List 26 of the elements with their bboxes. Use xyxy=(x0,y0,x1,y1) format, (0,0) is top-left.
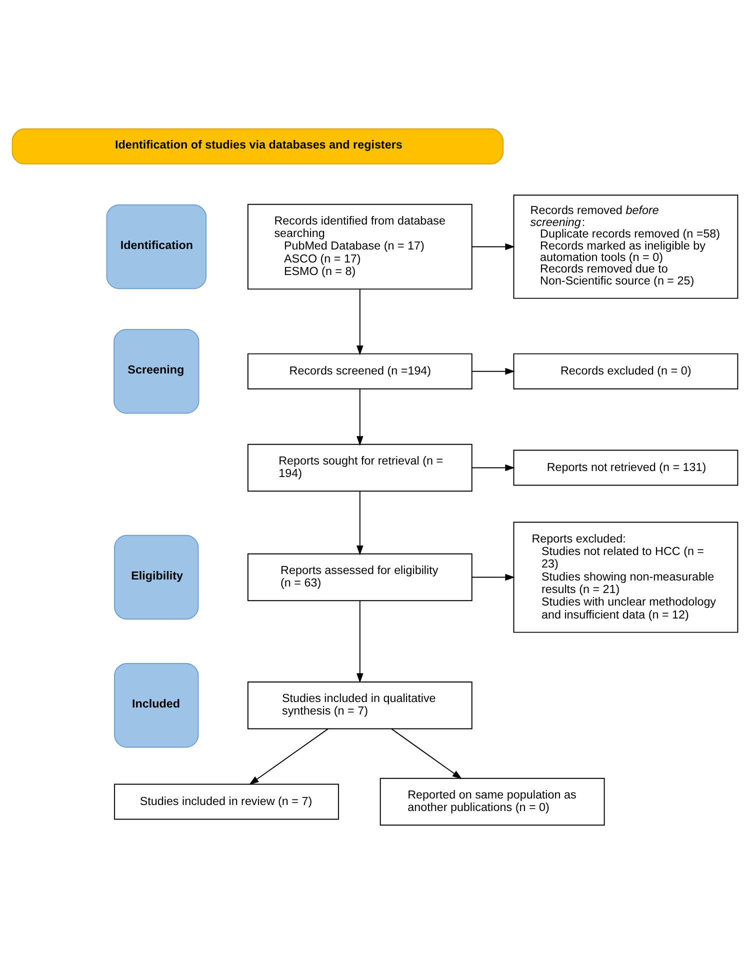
arrow xyxy=(472,573,515,580)
arrow xyxy=(356,600,364,683)
arrow xyxy=(249,728,328,784)
node-box: Reports not retrieved (n = 131) xyxy=(513,449,738,486)
node-box: Screening xyxy=(114,328,200,414)
node-box: Studies included in qualitative synthesis (n = 7) xyxy=(247,680,472,729)
arrow xyxy=(472,242,515,250)
node-box: Reports excluded: Studies not related to HCC (n = 23) Studies showing non-measurable results (n = 21) Studies with unclear methodology and insufficient data (n = 12) xyxy=(513,521,738,632)
arrow xyxy=(356,388,364,446)
arrow xyxy=(391,728,462,779)
arrow xyxy=(356,288,364,355)
node-box: Included xyxy=(114,662,199,748)
node-box: Reports sought for retrieval (n = 194) xyxy=(247,443,472,492)
arrow xyxy=(356,490,364,555)
node-box: Records removed before screening: Duplicate records removed (n =58) Records marked as ineligible by automation tools (n = 0) Records removed due to Non-Scientific source (n = 25) xyxy=(513,194,738,298)
node-box: Identification of studies via databases and registers xyxy=(12,128,504,164)
arrow xyxy=(472,464,515,471)
arrow xyxy=(472,367,515,374)
node-box: Records excluded (n = 0) xyxy=(513,352,738,389)
node-box: Identification xyxy=(106,204,207,289)
node-box: Eligibility xyxy=(114,534,199,620)
node-box: Records identified from database searching PubMed Database (n = 17) ASCO (n = 17) ESMO (n = 8) xyxy=(247,203,472,290)
node-box: Studies included in review (n = 7) xyxy=(114,783,339,820)
node-box: Reports assessed for eligibility (n = 63) xyxy=(247,552,472,601)
node-box: Reported on same population as another publications (n = 0) xyxy=(380,777,605,826)
node-box: Records screened (n =194) xyxy=(247,352,472,389)
